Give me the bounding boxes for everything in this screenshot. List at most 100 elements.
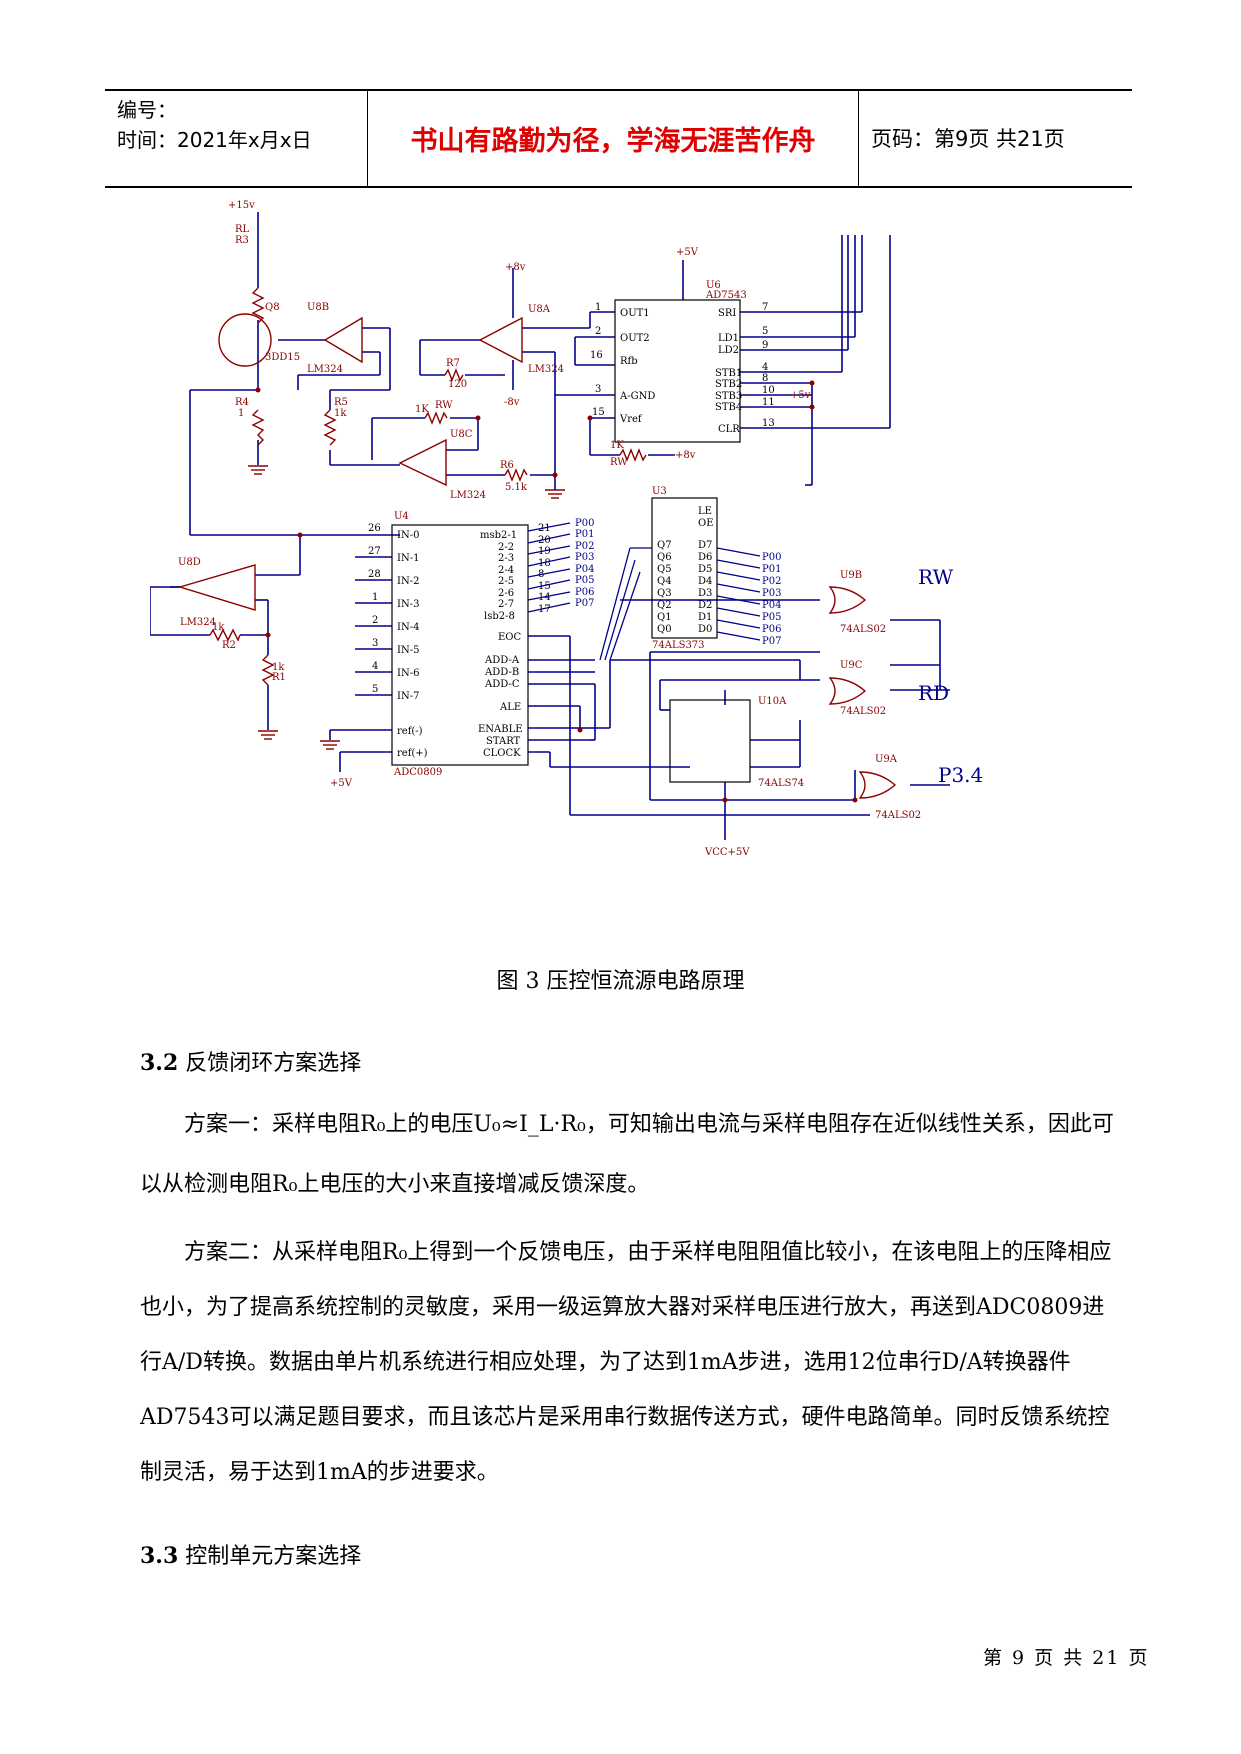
svg-text:Q4: Q4 [657, 576, 672, 587]
label-r1: R1 [272, 672, 286, 683]
time-label: 时间：2021年x月x日 [117, 128, 312, 152]
label-u4: U4 [394, 511, 409, 522]
wires [149, 212, 950, 840]
transistor-q8 [218, 313, 272, 367]
svg-text:4: 4 [372, 661, 378, 672]
svg-text:2-3: 2-3 [498, 553, 514, 564]
svg-text:P02: P02 [575, 541, 594, 552]
svg-text:D3: D3 [698, 588, 712, 599]
resistor-r7 [444, 368, 464, 382]
svg-text:ENABLE: ENABLE [478, 724, 523, 735]
label-lm324-d: LM324 [180, 617, 216, 628]
svg-text:1: 1 [372, 592, 378, 603]
nor-u9b [828, 586, 867, 614]
svg-text:CLOCK: CLOCK [483, 748, 521, 759]
svg-text:Q0: Q0 [657, 624, 672, 635]
label-u9b: U9B [840, 570, 862, 581]
svg-text:P03: P03 [762, 588, 781, 599]
component-labels: +15v RL R3 Q8 3DD15 U8B LM324 R4 1 R5 1k… [178, 200, 921, 858]
svg-text:4: 4 [762, 362, 768, 373]
svg-text:ADD-C: ADD-C [484, 679, 520, 690]
ground-symbols [248, 465, 565, 750]
resistor-r1 [261, 654, 275, 686]
circuit-figure: +15v RL R3 Q8 3DD15 U8B LM324 R4 1 R5 1k… [149, 200, 1070, 965]
section-number: 3.2 [140, 1050, 179, 1076]
resistor-r6 [504, 468, 528, 482]
label-r7: R7 [446, 358, 460, 369]
label-u8d: U8D [178, 557, 201, 568]
label-u3: U3 [652, 486, 667, 497]
ic-boxes [391, 299, 751, 783]
svg-text:2: 2 [595, 326, 601, 337]
label-vee8: -8v [504, 397, 520, 408]
svg-text:3: 3 [595, 384, 601, 395]
svg-text:STB3: STB3 [715, 391, 742, 402]
svg-text:CLR: CLR [718, 424, 740, 435]
svg-text:EOC: EOC [498, 632, 521, 643]
ic-74als373 [651, 497, 718, 639]
svg-text:2-4: 2-4 [498, 565, 514, 576]
svg-text:IN-4: IN-4 [397, 622, 419, 633]
label-r1-val: 1k [272, 662, 285, 673]
label-lm324-a: LM324 [528, 364, 564, 375]
svg-text:7: 7 [762, 302, 768, 313]
svg-text:15: 15 [592, 407, 605, 418]
label-rl: RL [235, 224, 250, 235]
label-vcc15: +15v [228, 200, 255, 211]
label-vcc5-d: VCC+5V [704, 847, 750, 858]
svg-text:5: 5 [372, 684, 378, 695]
label-p34-signal: P3.4 [938, 763, 983, 787]
label-vcc5c: +5v [790, 390, 811, 401]
resistor-r4 [251, 409, 265, 446]
label-vcc8: +8v [505, 262, 526, 273]
svg-text:P03: P03 [575, 552, 594, 563]
svg-text:START: START [486, 736, 521, 747]
svg-text:1: 1 [595, 302, 601, 313]
svg-text:P04: P04 [762, 600, 781, 611]
components [177, 287, 897, 799]
svg-text:IN-7: IN-7 [397, 691, 419, 702]
opamp-u8b [323, 316, 363, 364]
label-74als02-b: 74ALS02 [840, 624, 886, 635]
label-rw1: RW [435, 400, 453, 411]
svg-text:Q1: Q1 [657, 612, 672, 623]
svg-text:20: 20 [538, 535, 551, 546]
svg-text:3: 3 [372, 638, 378, 649]
svg-text:D0: D0 [698, 624, 712, 635]
svg-text:IN-2: IN-2 [397, 576, 419, 587]
svg-text:P01: P01 [762, 564, 781, 575]
ic-adc0809 [391, 524, 529, 766]
svg-text:Q5: Q5 [657, 564, 672, 575]
svg-text:10: 10 [762, 385, 775, 396]
label-rw-signal: RW [918, 565, 954, 589]
svg-text:17: 17 [538, 604, 551, 615]
svg-text:LD1: LD1 [718, 333, 739, 344]
label-vcc5: +5V [676, 247, 699, 258]
svg-text:16: 16 [590, 350, 603, 361]
svg-text:IN-0: IN-0 [397, 530, 419, 541]
svg-text:SRI: SRI [718, 308, 736, 319]
header-motto: 书山有路勤为径，学海无涯苦作舟 [410, 126, 816, 157]
label-r5-val: 1k [334, 408, 347, 419]
page-footer: 第 9 页 共 21 页 [983, 1647, 1150, 1669]
ls373-pins: LE OE Q7 Q6 Q5 Q4 Q3 Q2 Q1 Q0 D7 D6 D5 D… [657, 506, 714, 635]
section-title: 控制单元方案选择 [185, 1544, 362, 1569]
svg-text:P05: P05 [575, 575, 594, 586]
label-r4-val: 1 [238, 408, 244, 419]
svg-text:Q2: Q2 [657, 600, 672, 611]
header-left: 编号： 时间：2021年x月x日 [117, 95, 312, 155]
svg-text:IN-6: IN-6 [397, 668, 419, 679]
svg-text:P00: P00 [575, 518, 594, 529]
label-rd-signal: RD [918, 681, 949, 705]
label-u8a: U8A [528, 304, 551, 315]
svg-text:Vref: Vref [619, 414, 643, 425]
svg-text:Rfb: Rfb [620, 356, 638, 367]
svg-text:15: 15 [538, 581, 551, 592]
data-bus [527, 522, 761, 661]
label-r4: R4 [235, 397, 249, 408]
section-number: 3.3 [140, 1543, 179, 1569]
label-r2: R2 [222, 640, 236, 651]
opamp-u8d [177, 564, 256, 611]
svg-text:D7: D7 [698, 540, 712, 551]
label-74als02-a: 74ALS02 [875, 810, 921, 821]
